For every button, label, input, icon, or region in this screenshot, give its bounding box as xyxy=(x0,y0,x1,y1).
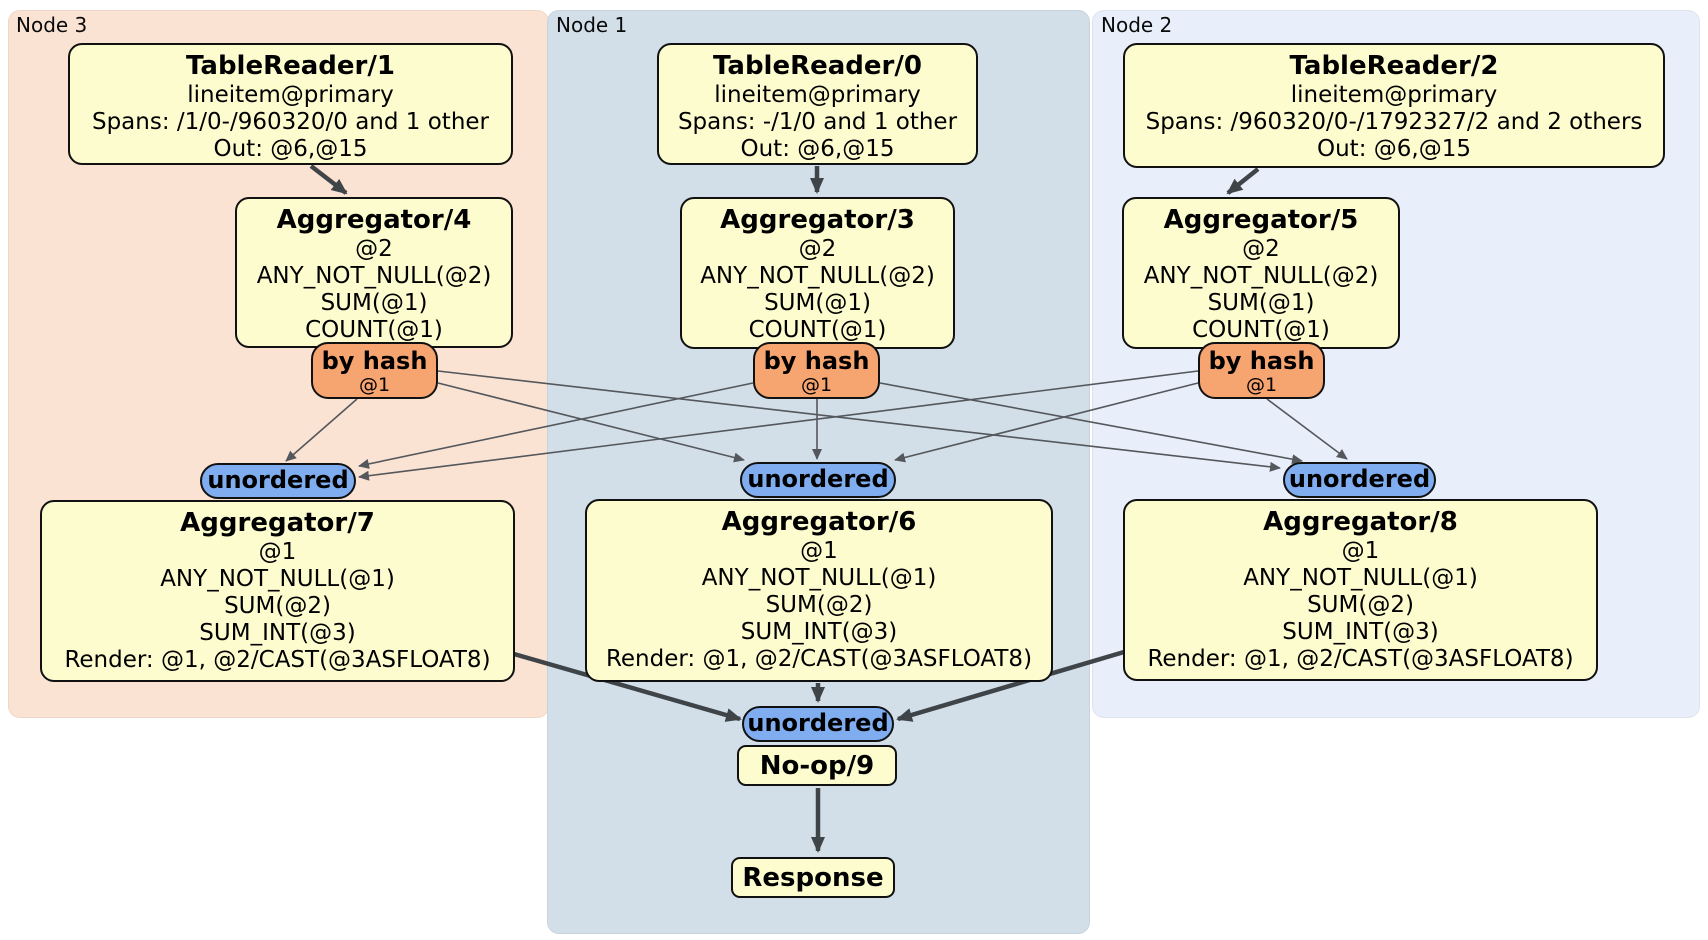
processor-line: @2 xyxy=(1242,236,1280,262)
processor-title: Aggregator/4 xyxy=(276,205,472,235)
edge-aggregator7-sync9 xyxy=(513,651,742,722)
region-label-node3: Node 3 xyxy=(16,13,88,37)
processor-title: TableReader/1 xyxy=(186,51,395,81)
router-by-hash-5: by hash @1 xyxy=(1198,342,1325,399)
edge-tablereader1-aggregator4 xyxy=(309,164,348,195)
processor-line: SUM(@1) xyxy=(1207,290,1315,316)
router-label: by hash xyxy=(763,347,870,375)
processor-line: @2 xyxy=(355,236,393,262)
processor-title: Aggregator/6 xyxy=(721,507,917,537)
processor-title: Aggregator/3 xyxy=(720,205,915,235)
processor-title: No-op/9 xyxy=(759,751,875,781)
region-label-node1: Node 1 xyxy=(556,13,628,37)
processor-line: COUNT(@1) xyxy=(1192,317,1330,343)
router-detail: @1 xyxy=(358,374,391,396)
processor-line: @1 xyxy=(1341,538,1380,564)
processor-aggregator-5: Aggregator/5 @2 ANY_NOT_NULL(@2) SUM(@1)… xyxy=(1122,197,1400,349)
router-by-hash-4: by hash @1 xyxy=(311,342,438,399)
sync-unordered-8: unordered xyxy=(1283,462,1436,498)
router-by-hash-3: by hash @1 xyxy=(753,342,880,399)
router-label: by hash xyxy=(1208,347,1315,375)
processor-line: Out: @6,@15 xyxy=(1317,136,1471,162)
processor-line: Render: @1, @2/CAST(@3ASFLOAT8) xyxy=(605,646,1033,672)
processor-aggregator-8: Aggregator/8 @1 ANY_NOT_NULL(@1) SUM(@2)… xyxy=(1123,499,1598,681)
sync-unordered-6: unordered xyxy=(740,462,896,498)
processor-line: ANY_NOT_NULL(@1) xyxy=(160,566,395,592)
edge-hash4-sync7 xyxy=(285,398,358,462)
processor-line: SUM(@1) xyxy=(764,290,871,316)
edge-hash4-sync8 xyxy=(437,370,1281,472)
processor-line: Render: @1, @2/CAST(@3ASFLOAT8) xyxy=(64,647,491,673)
processor-title: Aggregator/5 xyxy=(1163,205,1359,235)
processor-line: SUM_INT(@3) xyxy=(199,620,356,646)
processor-aggregator-4: Aggregator/4 @2 ANY_NOT_NULL(@2) SUM(@1)… xyxy=(235,197,513,348)
processor-line: Spans: /960320/0-/1792327/2 and 2 others xyxy=(1145,109,1643,135)
edge-hash5-sync8 xyxy=(1266,398,1348,460)
processor-line: Spans: /1/0-/960320/0 and 1 other xyxy=(91,109,490,135)
processor-noop-9: No-op/9 xyxy=(737,745,897,786)
processor-line: SUM_INT(@3) xyxy=(1282,619,1439,645)
edge-tablereader2-aggregator5 xyxy=(1226,167,1260,195)
processor-line: Out: @6,@15 xyxy=(740,136,895,162)
processor-line: COUNT(@1) xyxy=(305,317,443,343)
processor-tablereader-0: TableReader/0 lineitem@primary Spans: -/… xyxy=(657,43,978,165)
edge-hash5-sync7 xyxy=(358,370,1199,481)
processor-line: SUM(@2) xyxy=(1307,592,1414,618)
processor-line: ANY_NOT_NULL(@2) xyxy=(1143,263,1379,289)
processor-line: lineitem@primary xyxy=(1290,82,1498,108)
edge-hash5-sync6 xyxy=(894,382,1199,463)
processor-line: COUNT(@1) xyxy=(748,317,887,343)
processor-line: SUM(@2) xyxy=(224,593,331,619)
processor-line: ANY_NOT_NULL(@1) xyxy=(1243,565,1478,591)
processor-line: SUM_INT(@3) xyxy=(740,619,898,645)
processor-response: Response xyxy=(731,857,895,898)
router-label: by hash xyxy=(321,347,428,375)
processor-line: ANY_NOT_NULL(@1) xyxy=(701,565,937,591)
processor-line: Spans: -/1/0 and 1 other xyxy=(677,109,958,135)
processor-line: @1 xyxy=(800,538,838,564)
processor-tablereader-2: TableReader/2 lineitem@primary Spans: /9… xyxy=(1123,43,1665,168)
edge-hash3-sync7 xyxy=(358,382,754,469)
router-detail: @1 xyxy=(1245,374,1278,396)
processor-line: ANY_NOT_NULL(@2) xyxy=(700,263,935,289)
edge-aggregator8-sync9 xyxy=(896,649,1125,722)
processor-line: lineitem@primary xyxy=(714,82,921,108)
processor-line: Out: @6,@15 xyxy=(213,136,368,162)
processor-line: SUM(@2) xyxy=(765,592,873,618)
sync-unordered-7: unordered xyxy=(200,463,356,499)
edge-hash3-sync8 xyxy=(879,382,1303,465)
processor-title: TableReader/2 xyxy=(1289,51,1499,81)
processor-line: ANY_NOT_NULL(@2) xyxy=(256,263,492,289)
processor-title: Response xyxy=(742,863,884,893)
processor-title: TableReader/0 xyxy=(713,51,922,81)
router-detail: @1 xyxy=(800,374,833,396)
processor-line: @1 xyxy=(258,539,297,565)
processor-title: Aggregator/8 xyxy=(1263,507,1458,537)
processor-line: SUM(@1) xyxy=(320,290,428,316)
processor-line: lineitem@primary xyxy=(187,82,394,108)
processor-title: Aggregator/7 xyxy=(180,508,375,538)
processor-aggregator-6: Aggregator/6 @1 ANY_NOT_NULL(@1) SUM(@2)… xyxy=(585,499,1053,682)
processor-line: Render: @1, @2/CAST(@3ASFLOAT8) xyxy=(1147,646,1574,672)
processor-aggregator-7: Aggregator/7 @1 ANY_NOT_NULL(@1) SUM(@2)… xyxy=(40,500,515,682)
region-label-node2: Node 2 xyxy=(1101,13,1173,37)
sync-unordered-9: unordered xyxy=(742,706,894,742)
processor-line: @2 xyxy=(798,236,837,262)
processor-tablereader-1: TableReader/1 lineitem@primary Spans: /1… xyxy=(68,43,513,165)
processor-aggregator-3: Aggregator/3 @2 ANY_NOT_NULL(@2) SUM(@1)… xyxy=(680,197,955,349)
edge-hash4-sync6 xyxy=(437,382,745,463)
